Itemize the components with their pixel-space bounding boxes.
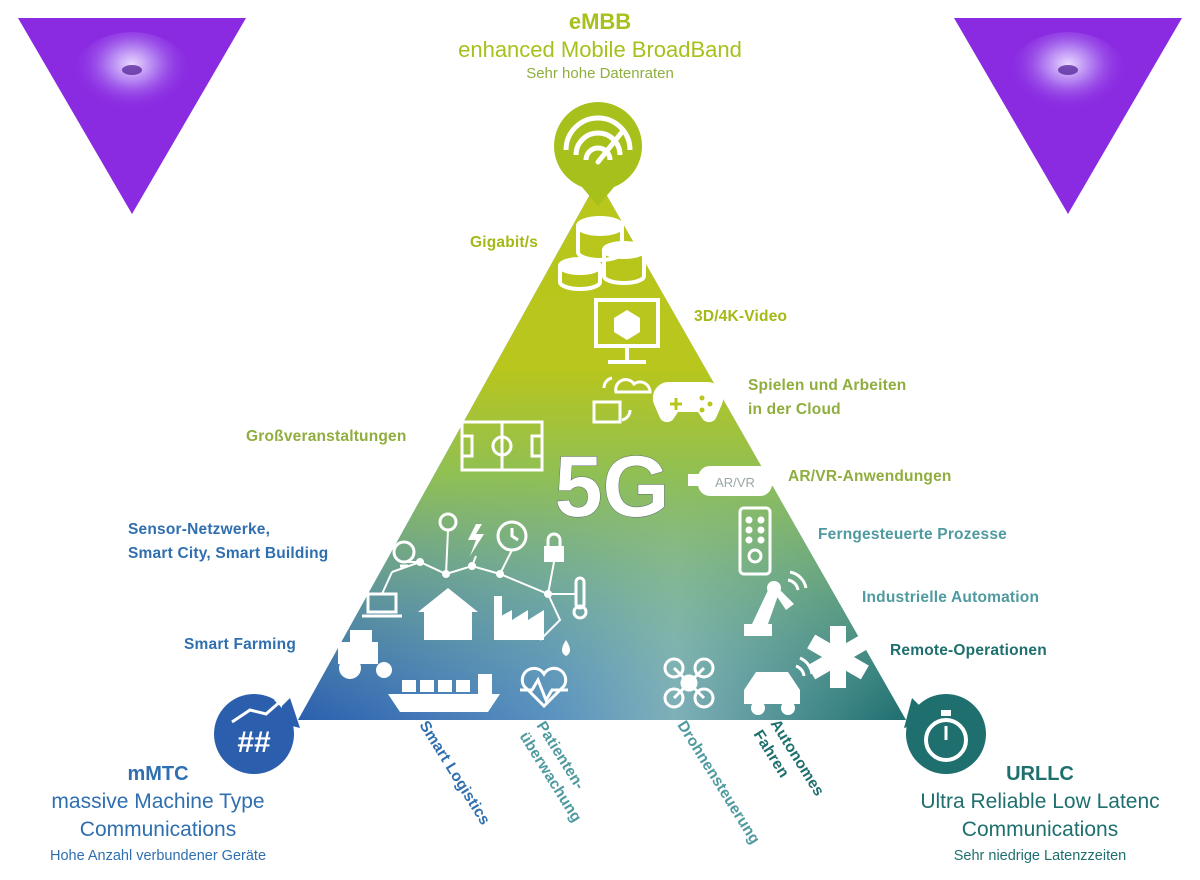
gamepad-icon (652, 382, 724, 423)
embb-header: eMBB enhanced Mobile BroadBand Sehr hohe… (400, 8, 800, 84)
stadium-field-icon (460, 420, 544, 472)
urllc-abbr: URLLC (1006, 763, 1074, 785)
cloud-sync-icon (592, 376, 652, 424)
pyramid (298, 180, 906, 720)
vr-headset-label: AR/VR (715, 475, 755, 490)
purple-eye-triangle-right-icon (954, 18, 1182, 214)
mmtc-abbr: mMTC (127, 763, 189, 785)
label-sensor: Sensor-Netzwerke, Smart City, Smart Buil… (128, 518, 328, 566)
center-5g-label: 5G (555, 439, 670, 535)
label-sensor-line2: Smart City, Smart Building (128, 545, 329, 562)
clock-icon (496, 520, 528, 552)
label-arvr: AR/VR-Anwendungen (788, 468, 952, 485)
mmtc-header: mMTC massive Machine Type Communications… (0, 760, 316, 868)
label-gigabit: Gigabit/s (470, 234, 539, 251)
label-events: Großveranstaltungen (246, 428, 407, 445)
mmtc-name-line1: massive Machine Type (51, 790, 265, 813)
car-icon (744, 656, 814, 715)
medical-star-icon (807, 626, 869, 688)
svg-text:##: ## (237, 726, 271, 759)
signal-icon (787, 570, 808, 591)
mmtc-name-line2: Communications (79, 818, 237, 841)
label-farming: Smart Farming (184, 636, 296, 653)
factory-icon (494, 596, 544, 640)
house-icon (418, 588, 478, 640)
cargo-ship-icon (388, 674, 500, 712)
tractor-icon (338, 630, 392, 679)
network-lines-icon (381, 529, 576, 641)
urllc-header: URLLC Ultra Reliable Low Latenc Communic… (880, 760, 1200, 868)
lock-icon (544, 532, 564, 562)
label-industrial: Industrielle Automation (862, 589, 1040, 606)
urllc-name-line2: Communications (961, 818, 1119, 841)
inside-icons (338, 216, 869, 715)
water-drop-icon (562, 640, 570, 656)
vr-headset-icon (688, 466, 782, 496)
label-cloud-line1: Spielen und Arbeiten (748, 377, 907, 394)
embb-wifi-speed-icon (554, 102, 642, 206)
heartbeat-icon (520, 666, 568, 709)
embb-name: enhanced Mobile BroadBand (458, 37, 742, 62)
urllc-stopwatch-icon (904, 694, 986, 774)
label-remote-operations: Remote-Operationen (890, 642, 1047, 659)
embb-desc: Sehr hohe Datenraten (526, 65, 674, 82)
label-remote-processes: Ferngesteuerte Prozesse (818, 526, 1007, 543)
label-cloud: Spielen und Arbeiten in der Cloud (748, 374, 906, 422)
urllc-name-line1: Ultra Reliable Low Latenc (920, 790, 1160, 813)
drone-icon (663, 657, 715, 709)
embb-abbr: eMBB (568, 9, 632, 34)
mmtc-desc: Hohe Anzahl verbundener Geräte (49, 848, 267, 864)
label-cloud-line2: in der Cloud (748, 401, 841, 418)
purple-eye-triangle-left-icon (18, 18, 246, 214)
mmtc-hash-growth-icon: ## (214, 694, 300, 774)
robot-arm-icon (744, 581, 794, 636)
database-icon (558, 216, 646, 291)
monitor-3d-icon (594, 298, 660, 364)
urllc-desc: Sehr niedrige Latenzzeiten (953, 848, 1127, 864)
label-video: 3D/4K-Video (694, 308, 788, 325)
remote-control-icon (738, 506, 772, 576)
label-sensor-line1: Sensor-Netzwerke, (128, 521, 271, 538)
lightning-icon (468, 524, 484, 556)
